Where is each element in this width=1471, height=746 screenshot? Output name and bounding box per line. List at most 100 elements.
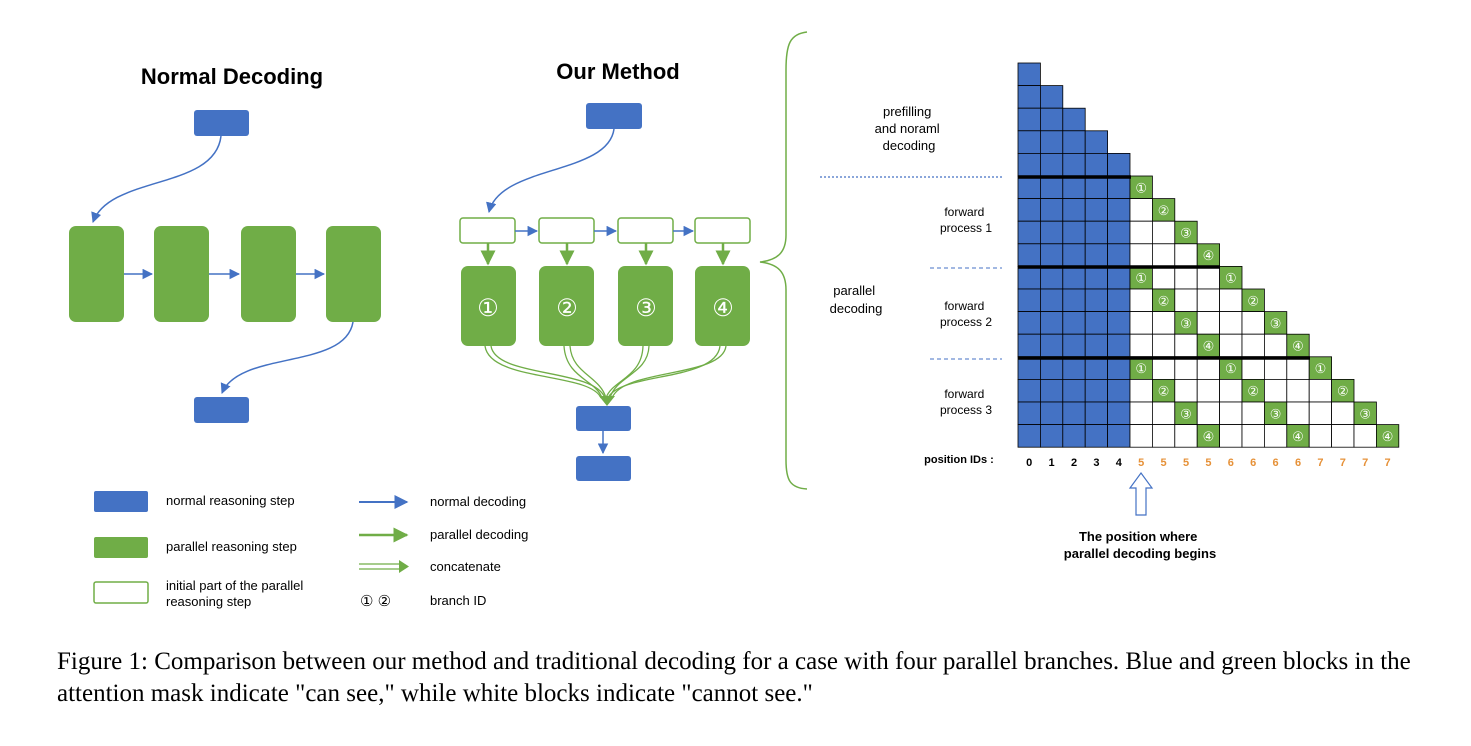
mask-cell — [1062, 243, 1086, 267]
merged-block — [576, 406, 631, 431]
begin-position-label: The position where parallel decoding beg… — [1064, 529, 1216, 561]
mask-cell — [1196, 401, 1220, 426]
mask-branch-id: ④ — [1203, 429, 1215, 444]
mask-cell — [1219, 288, 1243, 313]
mask-cell — [1062, 401, 1086, 426]
mask-cell — [1040, 311, 1064, 335]
mask-branch-id: ③ — [1180, 316, 1192, 331]
label-forward-process-2: forward process 2 — [940, 299, 992, 329]
mask-cell — [1040, 107, 1064, 132]
normal-input-block — [194, 110, 249, 136]
normal-step-1 — [69, 226, 124, 322]
legend-branch-symbols: ① ② — [360, 593, 391, 610]
normal-output-arrow — [220, 321, 354, 394]
mask-cell — [1017, 378, 1041, 403]
mask-cell — [1219, 378, 1243, 403]
mask-cell — [1062, 152, 1086, 177]
mask-branch-id: ① — [1225, 361, 1237, 376]
mask-cell — [1107, 311, 1131, 335]
mask-cell — [1331, 424, 1355, 448]
mask-cell — [1017, 311, 1041, 335]
mask-cell — [1017, 333, 1041, 358]
mask-cell — [1174, 424, 1198, 448]
mask-cell — [1196, 265, 1220, 290]
method-output-block — [576, 456, 631, 481]
mask-cell — [1017, 265, 1041, 290]
mask-cell — [1017, 62, 1041, 87]
position-id: 6 — [1228, 457, 1234, 469]
mask-cell — [1084, 265, 1108, 290]
mask-cell — [1084, 311, 1108, 335]
mask-cell — [1040, 356, 1064, 380]
position-id: 7 — [1385, 457, 1391, 469]
normal-decoding-title: Normal Decoding — [141, 64, 323, 89]
mask-cell — [1017, 107, 1041, 132]
mask-cell — [1062, 424, 1086, 448]
legend-normal-step-swatch — [94, 491, 148, 512]
mask-cell — [1062, 107, 1086, 132]
mask-cell — [1062, 356, 1086, 380]
method-input-block — [586, 103, 642, 129]
mask-cell — [1331, 401, 1355, 426]
branch-id-3: ③ — [635, 295, 657, 322]
branch-block-3 — [618, 266, 673, 346]
legend: normal reasoning step parallel reasoning… — [93, 491, 528, 610]
mask-cell — [1129, 243, 1153, 267]
mask-branch-id: ③ — [1180, 406, 1192, 421]
mask-cell — [1174, 288, 1198, 313]
mask-branch-id: ② — [1158, 384, 1170, 399]
mask-cell — [1107, 265, 1131, 290]
mask-cell — [1040, 424, 1064, 448]
normal-step-3 — [241, 226, 296, 322]
mask-cell — [1040, 152, 1064, 177]
mask-cell — [1286, 356, 1310, 380]
branch-block-2 — [539, 266, 594, 346]
position-ids-label: position IDs : — [924, 454, 994, 466]
mask-cell — [1174, 243, 1198, 267]
legend-initial-part-swatch — [93, 581, 149, 604]
mask-cell — [1107, 424, 1131, 448]
mask-cell — [1062, 378, 1086, 403]
initial-part-3 — [617, 217, 674, 244]
legend-parallel-step-swatch — [94, 537, 148, 558]
mask-cell — [1196, 288, 1220, 313]
mask-cell — [1017, 243, 1041, 267]
mask-cell — [1107, 198, 1131, 222]
mask-cell — [1107, 288, 1131, 313]
mask-branch-id: ③ — [1270, 406, 1282, 421]
mask-branch-id: ① — [1135, 180, 1147, 195]
mask-cell — [1152, 243, 1176, 267]
mask-cell — [1152, 356, 1176, 380]
mask-cell — [1241, 311, 1265, 335]
label-forward-process-3: forward process 3 — [940, 387, 992, 417]
mask-cell — [1017, 220, 1041, 245]
position-id: 5 — [1205, 457, 1211, 469]
mask-branch-id: ① — [1135, 361, 1147, 376]
mask-cell — [1219, 401, 1243, 426]
normal-step-2 — [154, 226, 209, 322]
mask-cell — [1062, 288, 1086, 313]
mask-cell — [1017, 152, 1041, 177]
mask-cell — [1084, 243, 1108, 267]
mask-branch-id: ② — [1337, 384, 1349, 399]
mask-cell — [1129, 401, 1153, 426]
mask-cell — [1040, 175, 1064, 200]
mask-cell — [1017, 424, 1041, 448]
position-id: 3 — [1093, 457, 1099, 469]
mask-cell — [1129, 311, 1153, 335]
mask-cell — [1084, 356, 1108, 380]
mask-cell — [1264, 356, 1288, 380]
mask-cell — [1062, 198, 1086, 222]
mask-cell — [1107, 175, 1131, 200]
mask-cell — [1264, 333, 1288, 358]
mask-branch-id: ② — [1158, 293, 1170, 308]
mask-cell — [1174, 333, 1198, 358]
curly-brace — [759, 31, 808, 490]
branch-block-1 — [461, 266, 516, 346]
mask-cell — [1040, 378, 1064, 403]
mask-cell — [1129, 378, 1153, 403]
mask-cell — [1040, 265, 1064, 290]
position-id: 7 — [1340, 457, 1346, 469]
mask-cell — [1174, 265, 1198, 290]
mask-cell — [1084, 424, 1108, 448]
